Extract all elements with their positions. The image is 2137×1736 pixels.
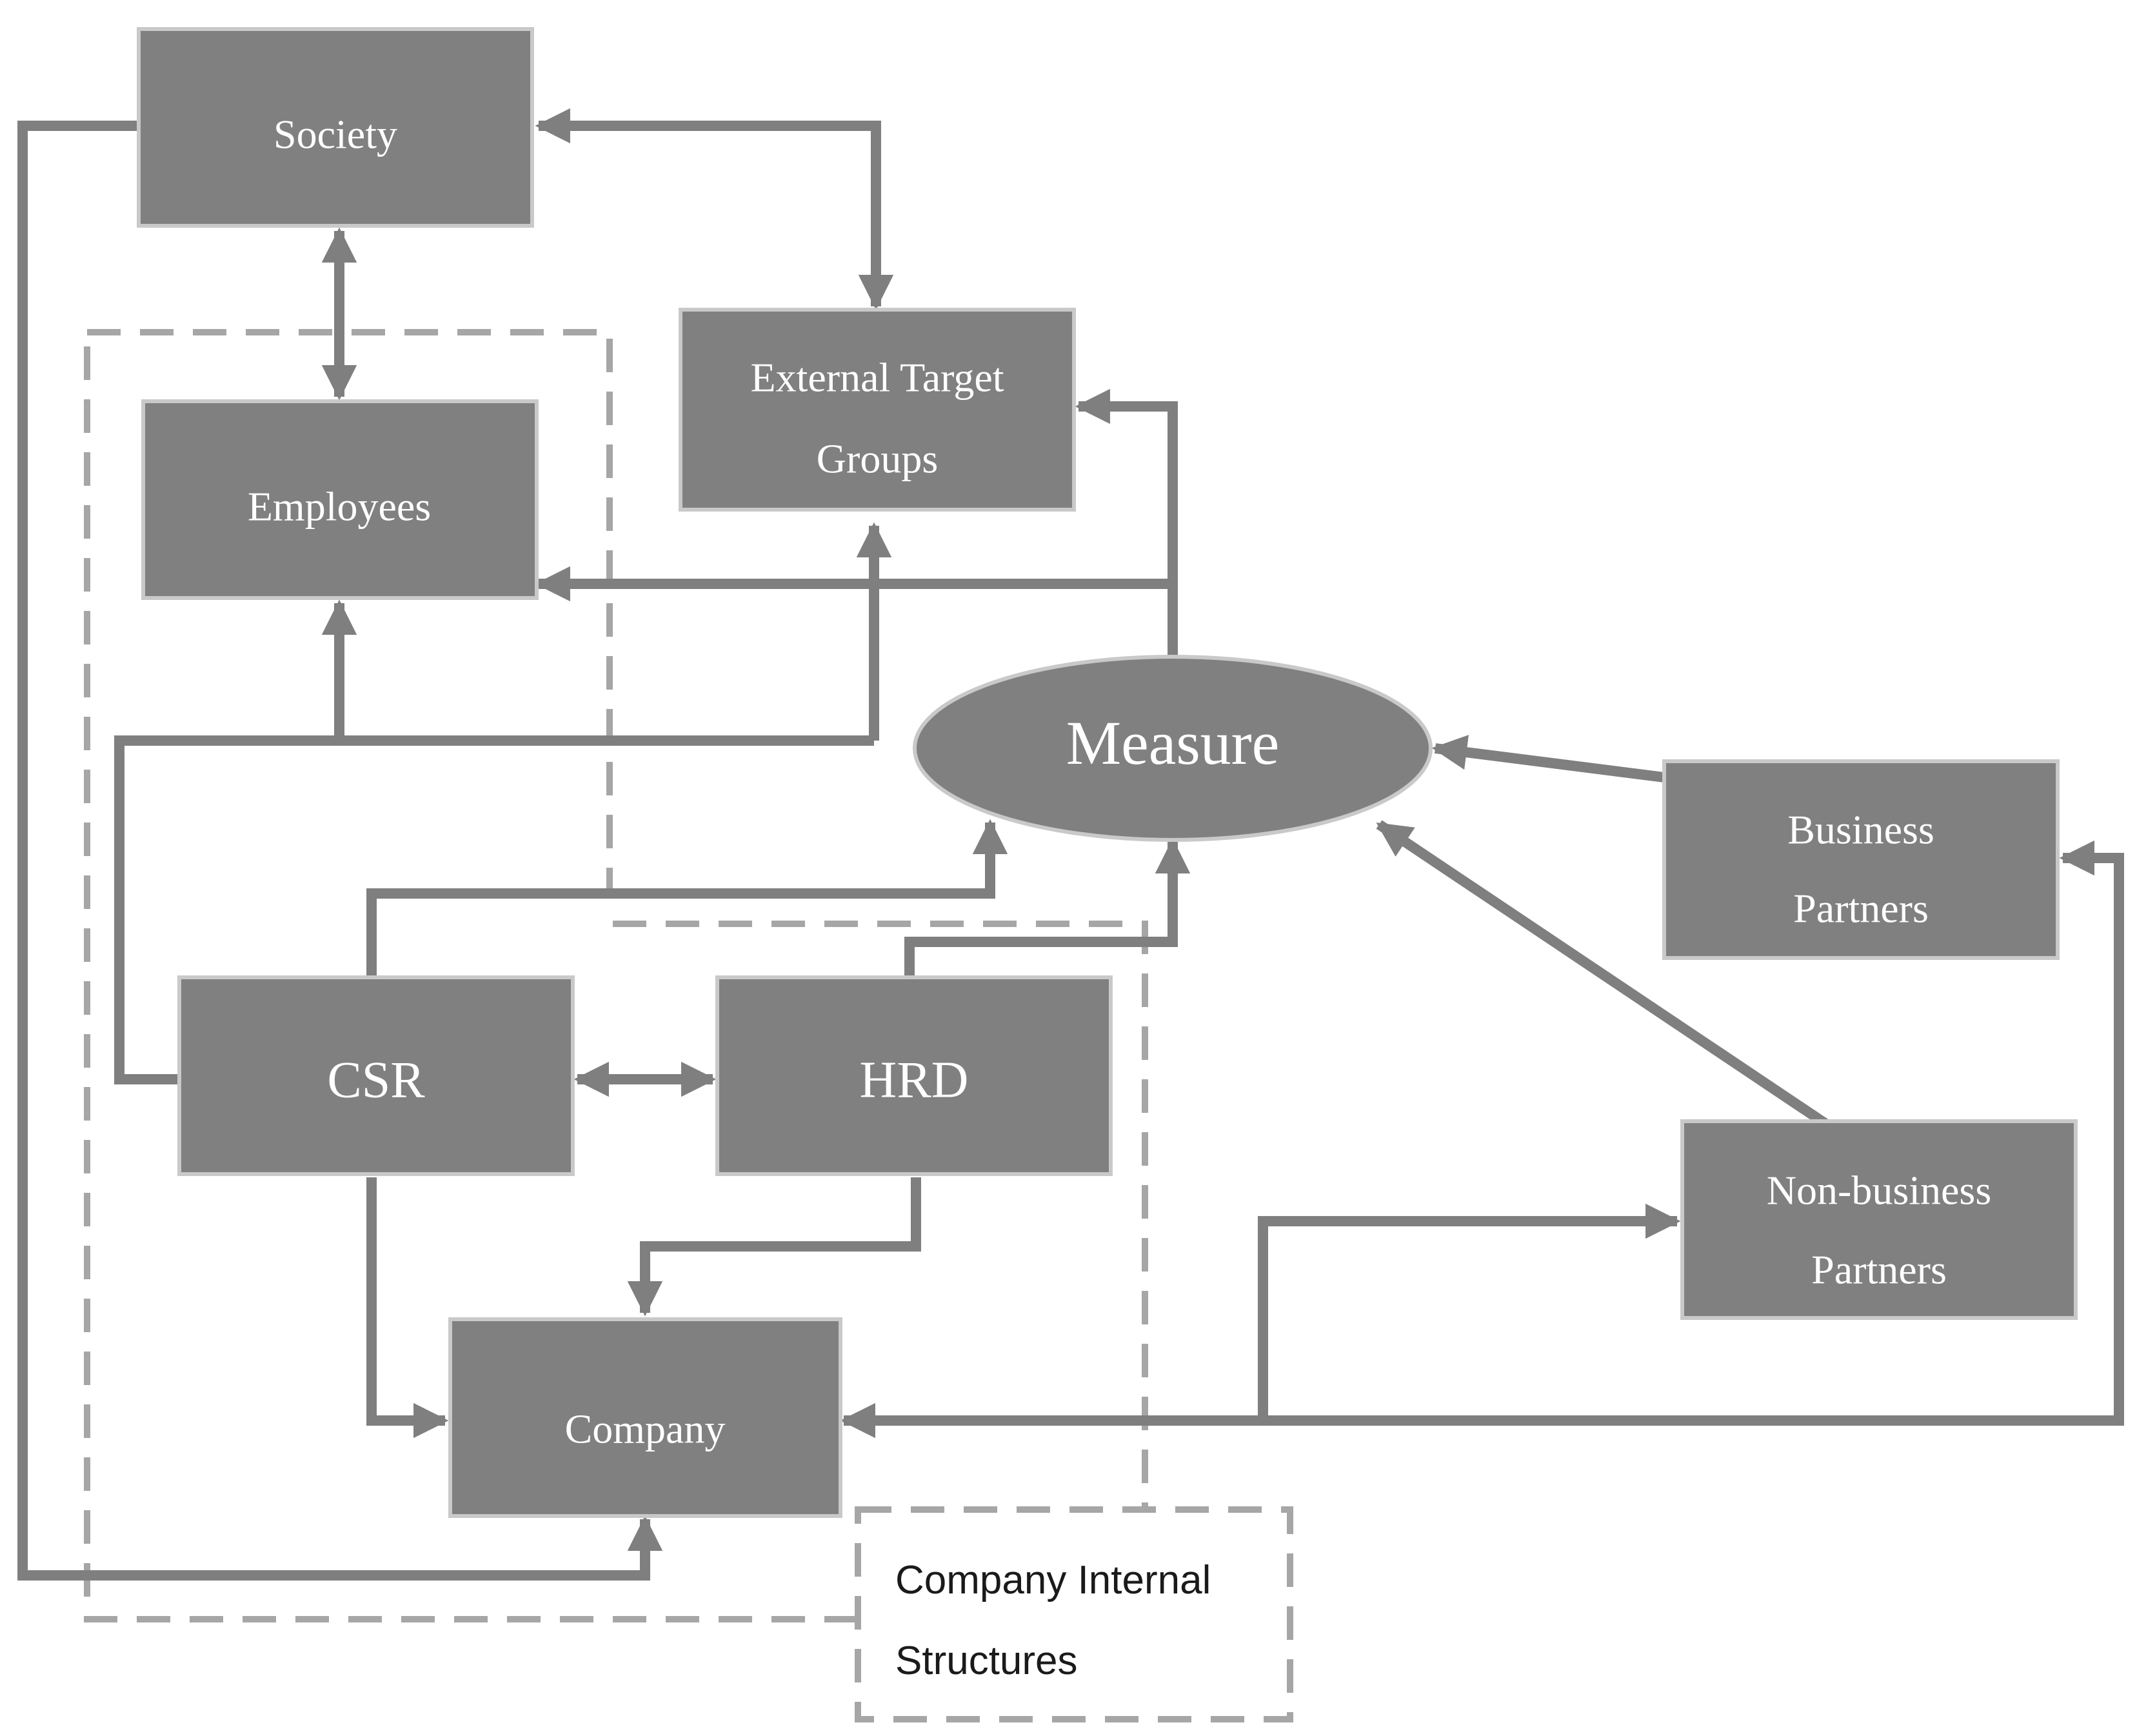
edge-business-measure <box>1431 735 1665 783</box>
node-society[interactable]: Society <box>137 27 534 228</box>
edges <box>17 108 2124 1581</box>
node-label-business-line1: Business <box>1787 807 1934 853</box>
edge-hrd-measure <box>904 838 1191 975</box>
edge-measure-external-employees <box>1075 388 1178 657</box>
edge-nonbusiness-measure <box>1376 820 1832 1130</box>
node-label-nonbusiness-line1: Non-business <box>1767 1168 1991 1213</box>
edge-society-company <box>17 121 663 1581</box>
node-csr[interactable]: CSR <box>177 975 575 1176</box>
node-label-external-line1: External Target <box>751 355 1004 401</box>
node-label-business-line2: Partners <box>1793 886 1929 932</box>
node-non-business-partners[interactable]: Non-business Partners <box>1680 1119 2078 1320</box>
legend-box <box>855 1506 1293 1722</box>
node-label-society: Society <box>273 112 397 157</box>
node-measure[interactable]: Measure <box>913 655 1433 842</box>
node-hrd[interactable]: HRD <box>715 975 1113 1176</box>
node-label-external-line2: Groups <box>817 436 938 482</box>
node-company[interactable]: Company <box>448 1317 842 1518</box>
edge-csr-company <box>366 1177 449 1439</box>
node-label-hrd: HRD <box>860 1052 969 1108</box>
node-label-measure: Measure <box>1066 708 1280 777</box>
node-label-company: Company <box>565 1406 726 1452</box>
legend-line-2: Structures <box>895 1639 1078 1683</box>
edge-hrd-company <box>627 1177 921 1317</box>
node-employees[interactable]: Employees <box>141 399 539 600</box>
legend: Company Internal Structures <box>895 1558 1211 1683</box>
edge-company-nonbusiness <box>1258 1203 1681 1421</box>
edge-society-external <box>535 108 894 310</box>
node-external-target-groups[interactable]: External Target Groups <box>679 308 1076 512</box>
node-label-employees: Employees <box>248 484 431 530</box>
node-label-csr: CSR <box>327 1052 425 1108</box>
legend-line-1: Company Internal <box>895 1558 1211 1602</box>
edge-company-business-partners <box>840 840 2124 1439</box>
edge-csr-employees-external <box>114 735 874 1084</box>
edge-csr-measure <box>366 819 1008 975</box>
node-label-nonbusiness-line2: Partners <box>1811 1247 1947 1293</box>
node-business-partners[interactable]: Business Partners <box>1662 759 2060 960</box>
